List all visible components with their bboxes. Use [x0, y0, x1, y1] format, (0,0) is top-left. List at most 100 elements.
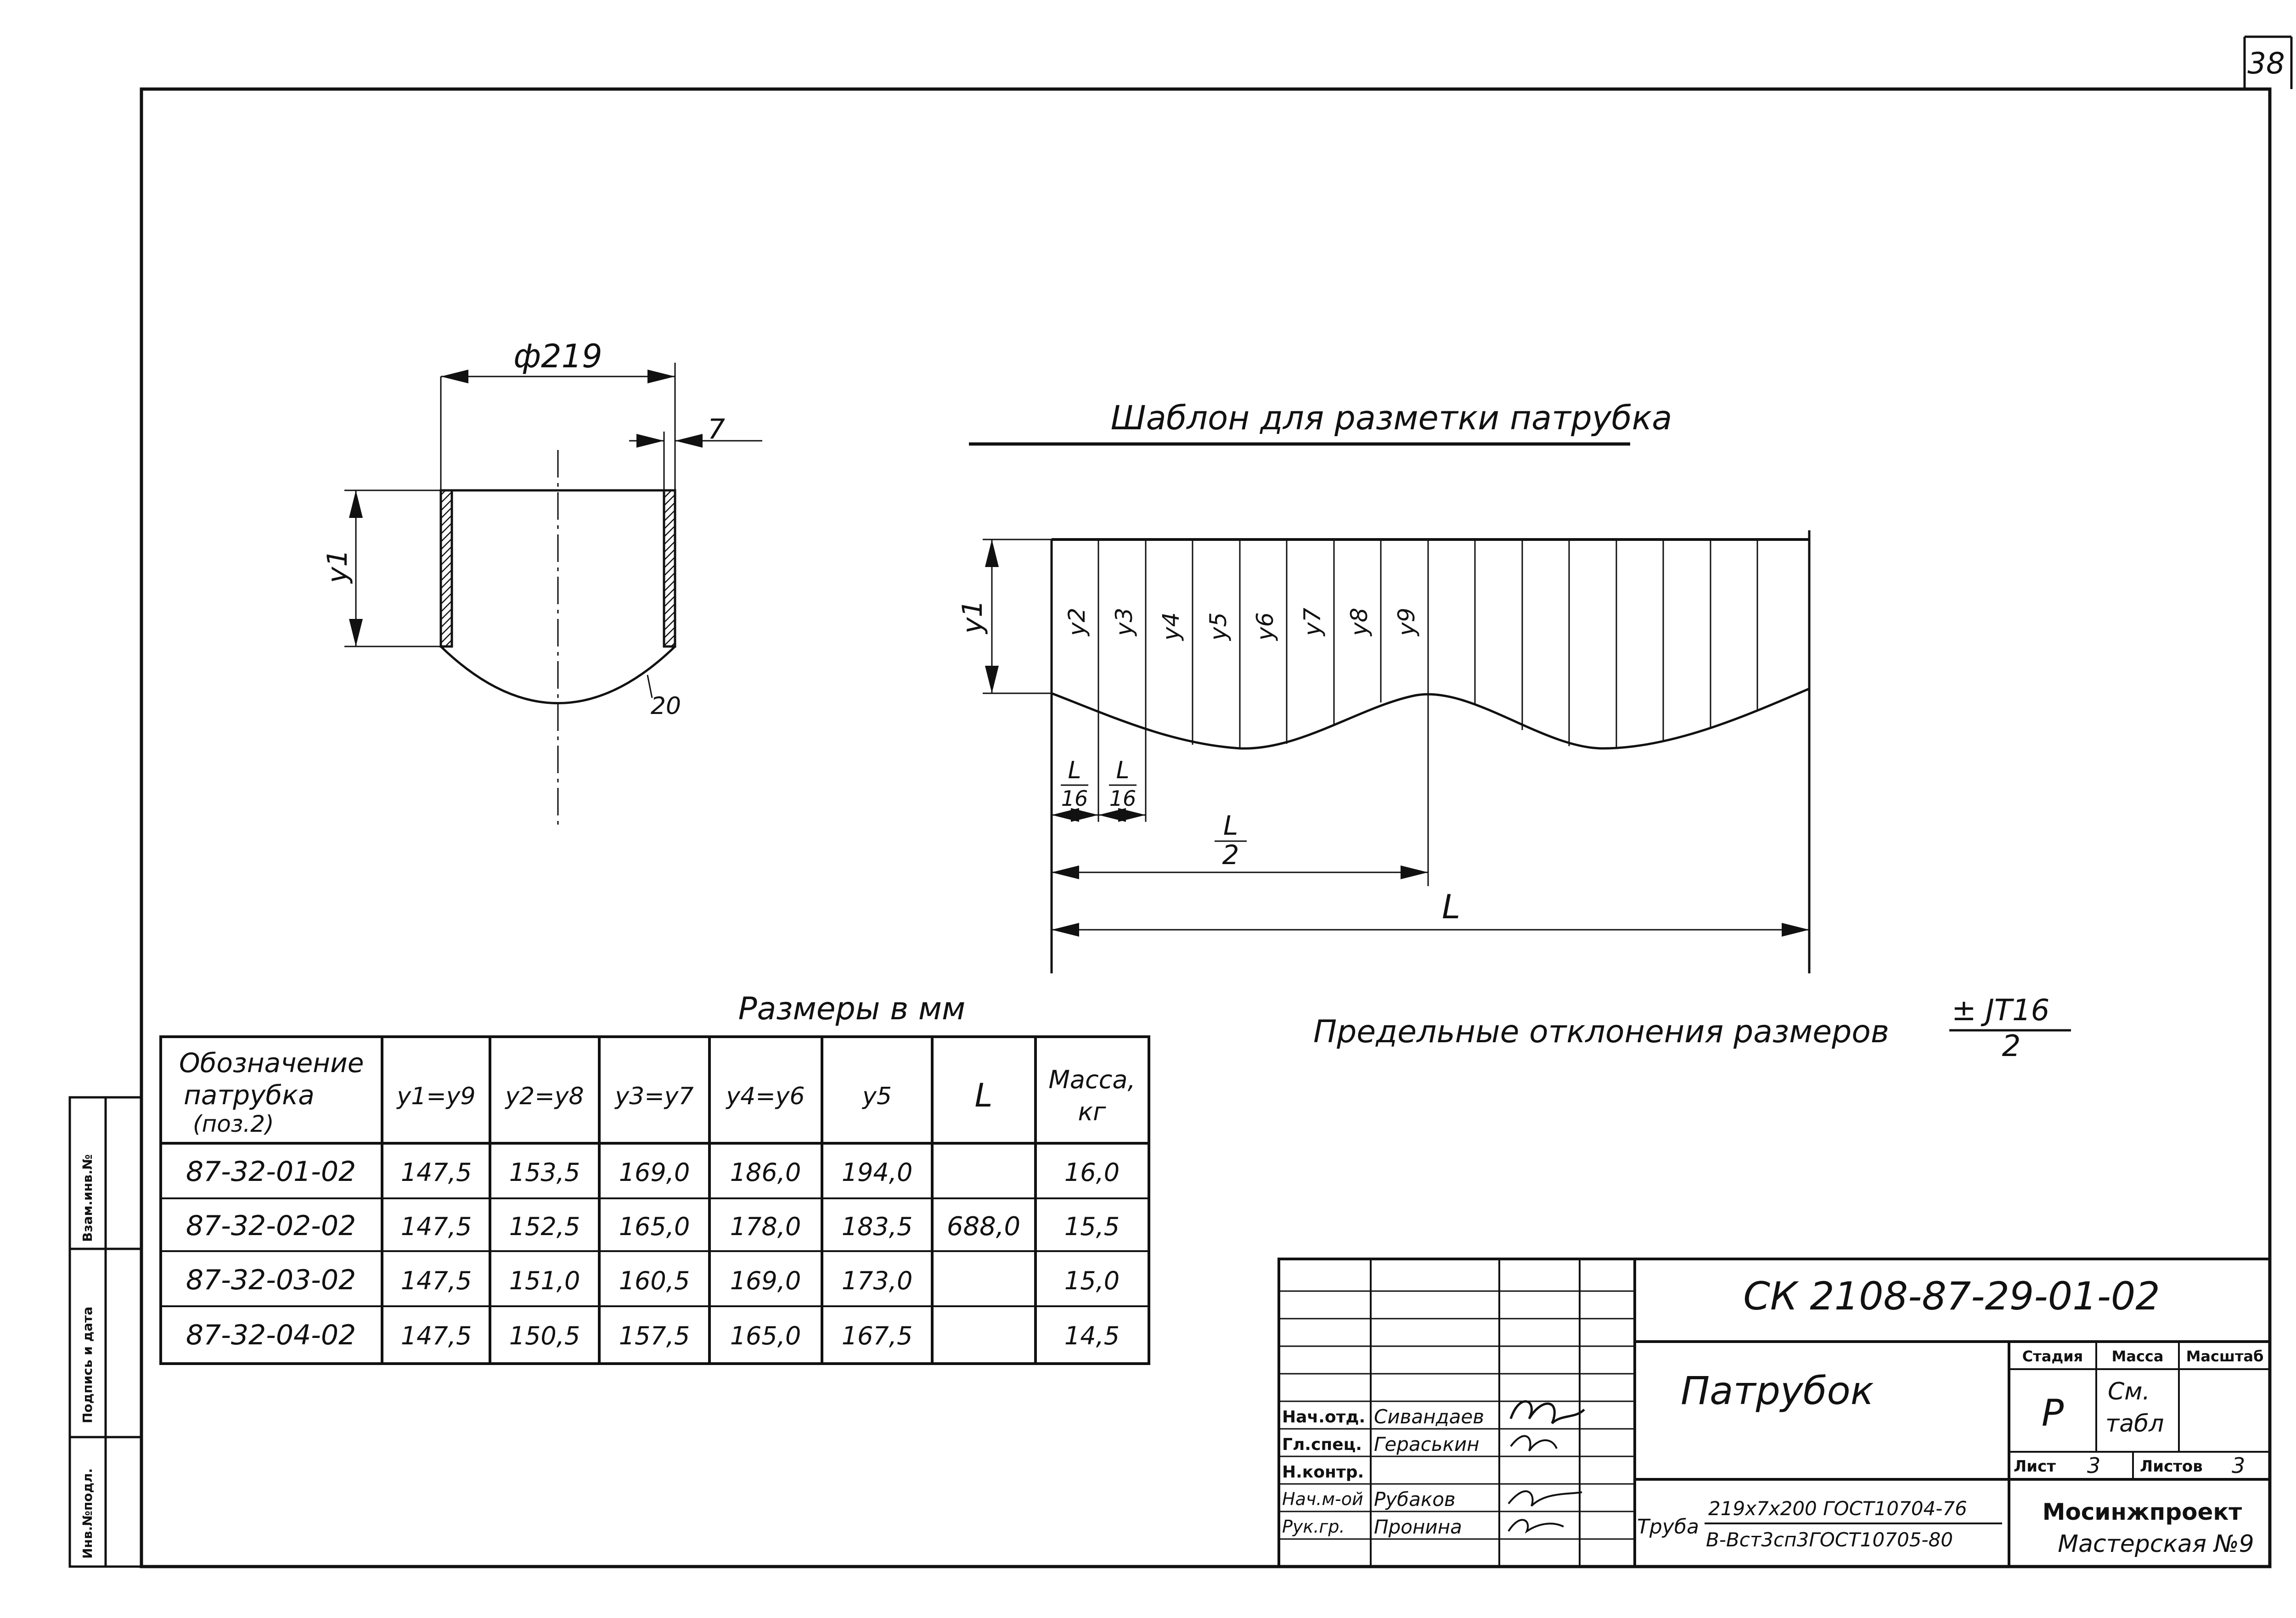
dimension-table-grid — [159, 1035, 1150, 1365]
signature-role: Рук.гр. — [1282, 1517, 1345, 1537]
cell-y1: 147,5 — [401, 1158, 472, 1187]
material-bottom: В-Вст3сп3ГОСТ10705-80 — [1706, 1528, 1953, 1551]
cell-mass: 14,5 — [1064, 1321, 1120, 1350]
dim-l2-num: L — [1223, 810, 1238, 841]
sheet-label: Лист — [2014, 1457, 2056, 1476]
ordinate-label-y5: y5 — [1205, 612, 1232, 641]
template-title: Шаблон для разметки патрубка — [1111, 399, 1672, 437]
bevel-angle-label: 20 — [651, 692, 681, 720]
signature-row: Нач.отд. Сивандаев — [1282, 1405, 1484, 1428]
side-stamp — [68, 1096, 143, 1568]
wall-thickness-label: 7 — [708, 413, 725, 445]
signature-row: Рук.гр. Пронина — [1282, 1516, 1462, 1538]
col-stage: Стадия — [2022, 1348, 2083, 1365]
cell-L-merged: 688,0 — [947, 1212, 1020, 1242]
cell-y3: 160,5 — [619, 1266, 690, 1295]
header-mass-1: Масса, — [1048, 1065, 1135, 1094]
header-designation-3: (поз.2) — [193, 1111, 274, 1137]
document-code: СК 2108-87-29-01-02 — [1743, 1274, 2160, 1319]
template-ordinate-labels: y1 y2 y3 y4 y5 y6 y7 y8 y9 — [957, 600, 1420, 641]
signature-role: Нач.отд. — [1282, 1408, 1365, 1427]
ordinate-label-y4: y4 — [1158, 612, 1184, 641]
table-caption: Размеры в мм — [738, 991, 966, 1027]
cell-y2: 151,0 — [509, 1266, 580, 1295]
cell-y1: 147,5 — [401, 1212, 472, 1241]
diameter-label: ф219 — [513, 337, 602, 375]
table-row: 87-32-04-02 147,5 150,5 157,5 165,0 167,… — [186, 1319, 1120, 1351]
table-row: 87-32-02-02 147,5 152,5 165,0 178,0 183,… — [186, 1210, 1120, 1242]
dim-L: L — [1442, 888, 1460, 926]
ordinate-label-y7: y7 — [1299, 607, 1326, 637]
cell-y3: 165,0 — [619, 1212, 690, 1241]
cell-y1: 147,5 — [401, 1266, 472, 1295]
sheet-value: 3 — [2087, 1453, 2100, 1478]
table-header-row: Обозначение патрубка (поз.2) y1=y9 y2=y8… — [179, 1047, 1136, 1137]
col-scale: Масштаб — [2186, 1348, 2264, 1365]
table-row: 87-32-01-02 147,5 153,5 169,0 186,0 194,… — [186, 1156, 1120, 1188]
height-y1-label: y1 — [321, 549, 354, 584]
header-designation-2: патрубка — [184, 1079, 315, 1111]
mass-value-1: См. — [2108, 1378, 2150, 1405]
ordinate-label-y6: y6 — [1252, 612, 1278, 641]
table-body: 87-32-01-02 147,5 153,5 169,0 186,0 194,… — [186, 1156, 1120, 1351]
cell-mass: 15,5 — [1064, 1212, 1120, 1241]
handwritten-signature — [1509, 1400, 1585, 1424]
cell-y5: 173,0 — [842, 1266, 913, 1295]
cell-mass: 16,0 — [1064, 1158, 1120, 1187]
signature-name: Пронина — [1374, 1516, 1462, 1538]
cell-y2: 153,5 — [509, 1158, 580, 1187]
ordinate-label-y8: y8 — [1346, 608, 1373, 637]
col-mass: Масса — [2112, 1348, 2164, 1365]
header-mass-2: кг — [1078, 1097, 1107, 1126]
cell-y4: 169,0 — [730, 1266, 801, 1295]
header-y5: y5 — [861, 1083, 892, 1110]
side-stamp-replace: Взам.инв.№ — [80, 1154, 95, 1242]
cell-y3: 157,5 — [619, 1321, 690, 1350]
dim-l16-den-2: 16 — [1109, 786, 1137, 811]
material-top: 219x7x200 ГОСТ10704-76 — [1708, 1497, 1967, 1520]
handwritten-signature — [1508, 1490, 1582, 1507]
ordinate-label-y2: y2 — [1064, 608, 1090, 637]
cell-designation: 87-32-02-02 — [186, 1210, 356, 1242]
signature-name: Рубаков — [1374, 1488, 1456, 1511]
header-y1-y9: y1=y9 — [396, 1083, 475, 1110]
handwritten-signature — [1508, 1519, 1564, 1534]
header-L: L — [975, 1077, 993, 1114]
sheets-label: Листов — [2140, 1457, 2203, 1476]
cell-y1: 147,5 — [401, 1321, 472, 1350]
cell-designation: 87-32-03-02 — [186, 1264, 356, 1296]
signature-role: Н.контр. — [1282, 1463, 1364, 1482]
tolerance-value: ± JT16 — [1952, 994, 2049, 1028]
sheets-value: 3 — [2232, 1453, 2245, 1478]
dim-l16-den-1: 16 — [1061, 786, 1088, 811]
part-name: Патрубок — [1681, 1368, 1874, 1413]
stage-value: Р — [2042, 1392, 2064, 1434]
cell-designation: 87-32-04-02 — [186, 1319, 356, 1351]
organization-name: Мосинжпроект — [2043, 1499, 2242, 1525]
cell-mass: 15,0 — [1064, 1266, 1120, 1295]
mass-value-2: табл — [2105, 1410, 2164, 1438]
page-frame — [140, 35, 2293, 1568]
handwritten-signature — [1510, 1435, 1558, 1452]
header-y3-y7: y3=y7 — [614, 1083, 693, 1110]
ordinate-label-y3: y3 — [1111, 608, 1137, 637]
signature-name: Гераськин — [1374, 1433, 1480, 1455]
side-stamp-sign: Подпись и дата — [80, 1307, 95, 1423]
ordinate-label-y1: y1 — [957, 600, 989, 635]
signature-row: Нач.м-ой Рубаков — [1282, 1488, 1456, 1511]
cell-designation: 87-32-01-02 — [186, 1156, 356, 1188]
material-prefix: Труба — [1637, 1515, 1699, 1539]
title-block-grid — [1277, 1258, 2271, 1568]
side-stamp-inv: Инв.№подл. — [80, 1468, 95, 1559]
header-y4-y6: y4=y6 — [725, 1083, 805, 1110]
cell-y5: 183,5 — [842, 1212, 913, 1241]
table-row: 87-32-03-02 147,5 151,0 160,5 169,0 173,… — [186, 1264, 1120, 1296]
cell-y3: 169,0 — [619, 1158, 690, 1187]
cell-y2: 150,5 — [509, 1321, 580, 1350]
cell-y5: 167,5 — [842, 1321, 913, 1350]
sheet-number: 38 — [2247, 47, 2285, 81]
cell-y2: 152,5 — [509, 1212, 580, 1241]
header-designation-1: Обозначение — [179, 1047, 364, 1079]
pipe-section-view — [344, 363, 762, 826]
